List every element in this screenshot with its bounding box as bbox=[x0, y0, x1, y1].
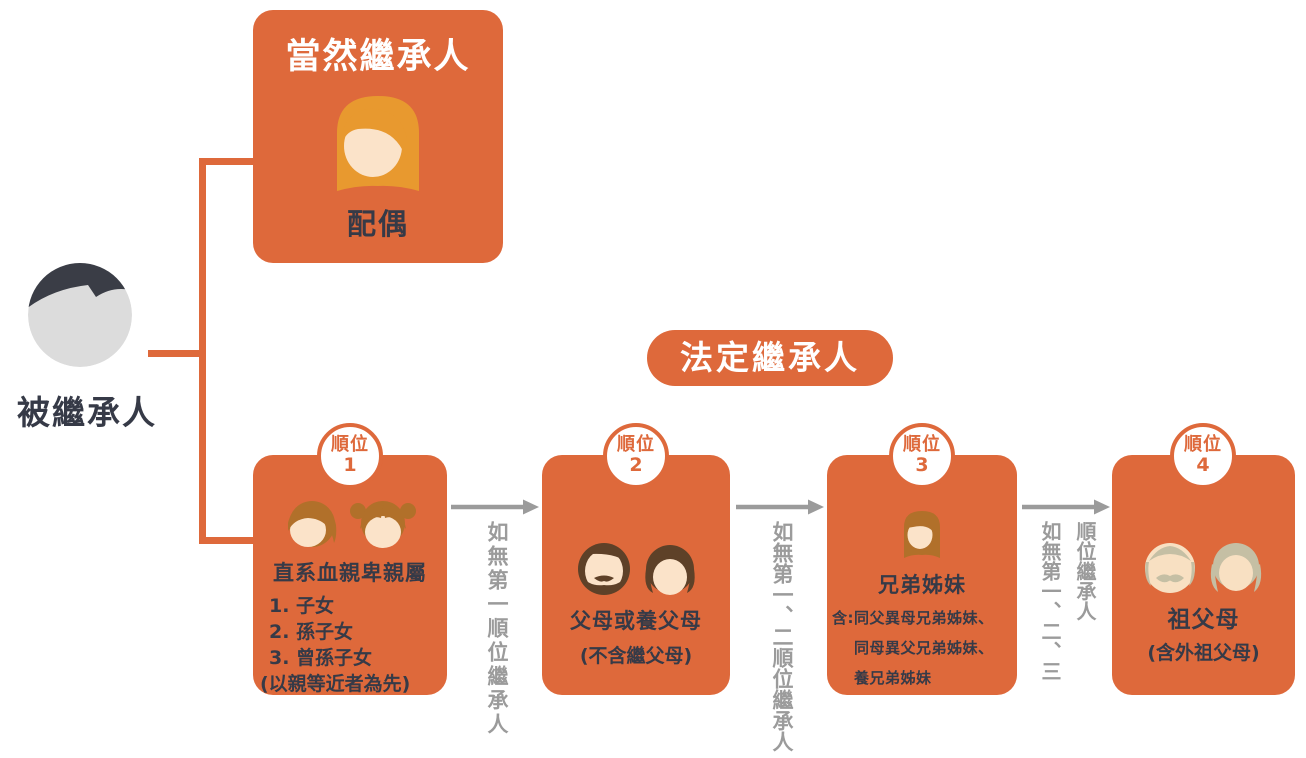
notes-lines: 同父異母兄弟姊妹、 同母異父兄弟姊妹、 養兄弟姊妹 bbox=[854, 603, 994, 693]
rank-badge-number: 4 bbox=[1196, 453, 1210, 476]
rank-badge-2: 順位 2 bbox=[603, 423, 669, 489]
rank-badge-word: 順位 bbox=[331, 434, 369, 456]
notes-prefix: 含: bbox=[832, 609, 854, 627]
arrow-right-icon bbox=[451, 499, 539, 515]
note-line: 養兄弟姊妹 bbox=[854, 669, 932, 687]
transition-text-3: 如無第一、二、三順位繼承人 bbox=[1038, 521, 1097, 681]
note-line: 同父異母兄弟姊妹、 bbox=[854, 609, 994, 627]
priority-box-2: 父母或養父母 (不含繼父母) bbox=[542, 455, 730, 695]
box1-list: 1. 子女 2. 孫子女 3. 曾孫子女 (以親等近者為先) bbox=[253, 593, 447, 697]
spouse-label: 配偶 bbox=[346, 207, 409, 241]
grandmother-icon bbox=[1207, 542, 1265, 594]
arrow-right-icon bbox=[736, 499, 824, 515]
box3-title: 兄弟姊妹 bbox=[878, 573, 966, 597]
priority-box-4: 祖父母 (含外祖父母) bbox=[1112, 455, 1295, 695]
mother-icon bbox=[643, 544, 697, 598]
girl-icon bbox=[350, 501, 416, 549]
transition-text-2: 如無第一、二順位繼承人 bbox=[770, 521, 794, 752]
sibling-icons bbox=[827, 508, 1017, 560]
rank-badge-word: 順位 bbox=[903, 434, 941, 456]
legal-heir-pill: 法定繼承人 bbox=[647, 330, 893, 386]
priority-box-1: 直系血親卑親屬 1. 子女 2. 孫子女 3. 曾孫子女 (以親等近者為先) bbox=[253, 455, 447, 695]
natural-heir-box: 當然繼承人 配偶 bbox=[253, 10, 503, 263]
list-item: 3. 曾孫子女 bbox=[269, 647, 373, 669]
priority-box-3: 兄弟姊妹 含: 同父異母兄弟姊妹、 同母異父兄弟姊妹、 養兄弟姊妹 bbox=[827, 455, 1017, 695]
box3-notes: 含: 同父異母兄弟姊妹、 同母異父兄弟姊妹、 養兄弟姊妹 bbox=[827, 603, 1017, 693]
sister-icon bbox=[901, 508, 943, 560]
woman-icon bbox=[253, 89, 503, 193]
box2-title: 父母或養父母 bbox=[570, 609, 702, 633]
decedent-label: 被繼承人 bbox=[17, 393, 157, 432]
box2-subtitle: (不含繼父母) bbox=[579, 645, 693, 667]
rank-badge-word: 順位 bbox=[617, 434, 655, 456]
rank-badge-number: 1 bbox=[343, 453, 357, 476]
box1-footnote: (以親等近者為先) bbox=[260, 673, 411, 695]
person-icon bbox=[28, 263, 132, 367]
parents-icons bbox=[542, 542, 730, 598]
box4-subtitle: (含外祖父母) bbox=[1147, 642, 1260, 664]
box1-title: 直系血親卑親屬 bbox=[273, 561, 427, 585]
rank-badge-3: 順位 3 bbox=[889, 423, 955, 489]
rank-badge-4: 順位 4 bbox=[1170, 423, 1236, 489]
natural-heir-title: 當然繼承人 bbox=[285, 37, 471, 77]
list-item: 1. 子女 bbox=[269, 595, 335, 617]
rank-badge-word: 順位 bbox=[1184, 434, 1222, 456]
grandparents-icons bbox=[1112, 542, 1295, 594]
list-item: 2. 孫子女 bbox=[269, 621, 354, 643]
transition-text-1: 如無第一順位繼承人 bbox=[485, 521, 509, 737]
rank-badge-1: 順位 1 bbox=[317, 423, 383, 489]
connector-left-branch bbox=[148, 350, 202, 357]
connector-vertical-line bbox=[199, 158, 206, 544]
connector-bottom-branch bbox=[199, 537, 255, 544]
rank-badge-number: 3 bbox=[915, 453, 929, 476]
boy-icon bbox=[284, 501, 340, 549]
rank-badge-number: 2 bbox=[629, 453, 643, 476]
arrow-right-icon bbox=[1022, 499, 1110, 515]
father-icon bbox=[575, 542, 633, 598]
children-icons bbox=[253, 501, 447, 549]
connector-top-branch bbox=[199, 158, 255, 165]
note-line: 同母異父兄弟姊妹、 bbox=[854, 639, 994, 657]
grandfather-icon bbox=[1143, 542, 1197, 594]
box4-title: 祖父母 bbox=[1167, 607, 1240, 633]
